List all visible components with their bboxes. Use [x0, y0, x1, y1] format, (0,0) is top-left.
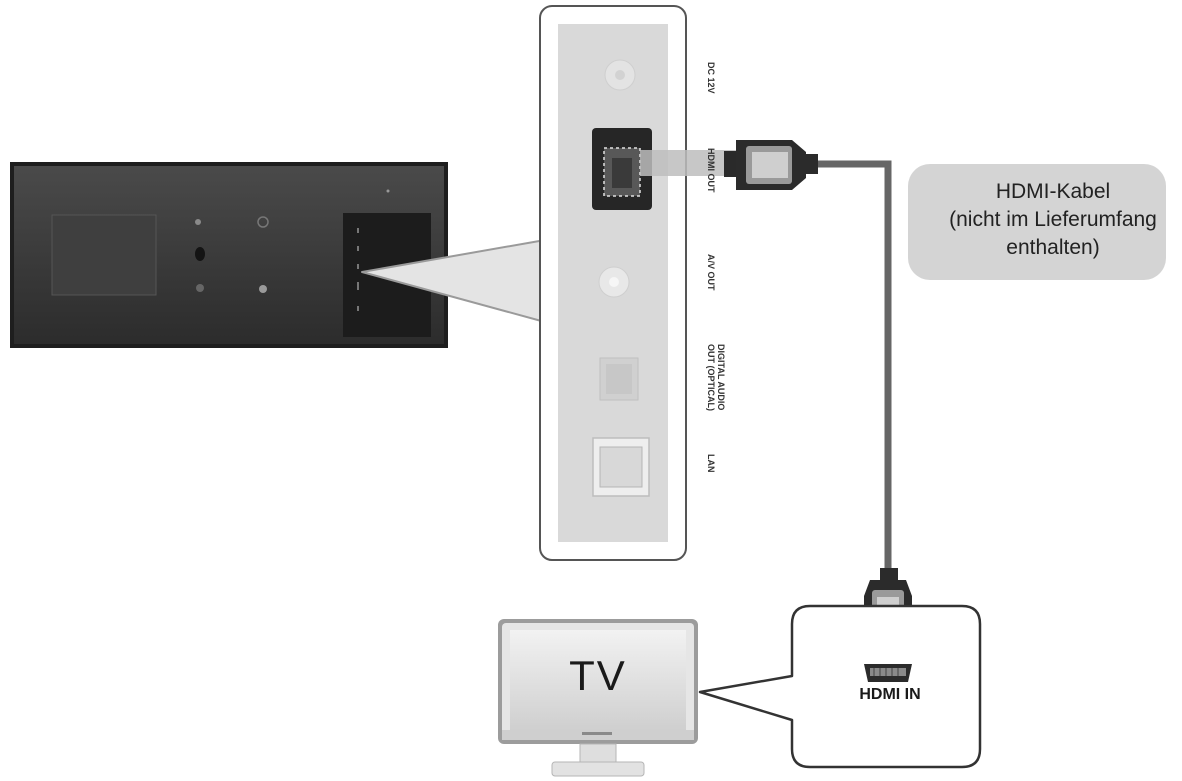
port-panel: [539, 5, 687, 561]
screw-icon: [196, 284, 204, 292]
screw-icon: [195, 219, 201, 225]
screw-icon: [257, 216, 269, 228]
cable-line: [812, 160, 892, 580]
cable-callout-line: (nicht im Lieferumfang: [949, 208, 1157, 231]
port-label-dc: DC 12V: [706, 62, 716, 94]
tv-illustration: [498, 619, 698, 777]
hdmi-in-label: HDMI IN: [859, 686, 921, 703]
port-label-optical-line1: DIGITAL AUDIO: [716, 344, 726, 411]
port-label-hdmi-out: HDMI OUT: [706, 148, 716, 193]
device-rear-panel: [51, 214, 157, 296]
tv-screen: [510, 630, 686, 730]
hdmi-plug-icon: [724, 151, 738, 177]
cable-callout-text: HDMI-Kabel (nicht im Lieferumfang enthal…: [940, 178, 1166, 262]
button-icon: [195, 247, 205, 261]
port-label-optical-line2: OUT (OPTICAL): [706, 344, 716, 411]
cable-callout-line: HDMI-Kabel: [995, 180, 1111, 203]
tv-label: TV: [569, 652, 627, 699]
port-label-lan: LAN: [706, 454, 716, 473]
port-label-av-out: A/V OUT: [706, 254, 716, 291]
cable-callout-box: [908, 164, 1166, 280]
screw-icon: [259, 285, 267, 293]
hdmi-in-callout: [698, 604, 982, 769]
cable-callout-line: enthalten): [1006, 236, 1100, 259]
tv-stand: [579, 743, 617, 763]
hdmi-in-port-icon: [864, 664, 912, 682]
device-rear: [10, 162, 448, 348]
